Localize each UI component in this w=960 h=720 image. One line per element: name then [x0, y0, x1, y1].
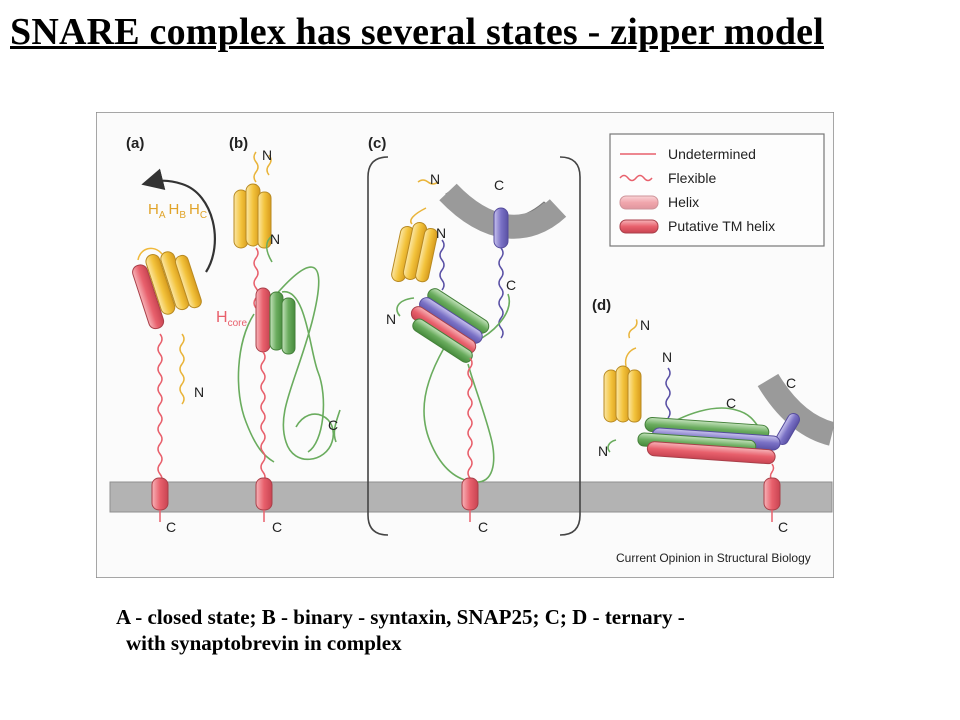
terminus-c: C	[506, 277, 516, 293]
panel-c-left-bracket	[367, 156, 389, 536]
terminus-n: N	[270, 231, 280, 247]
legend-tm-helix-label: Putative TM helix	[668, 218, 775, 234]
synaptobrevin-tm	[493, 207, 509, 249]
panel-label-a: (a)	[126, 135, 144, 152]
terminus-n: N	[194, 384, 204, 400]
habc-helix	[627, 369, 642, 423]
tm-helix	[763, 477, 781, 511]
terminus-c: C	[494, 177, 504, 193]
legend-helix-swatch	[619, 195, 659, 210]
habc-helix	[145, 254, 176, 315]
tm-helix	[255, 477, 273, 511]
tm-helix	[151, 477, 169, 511]
syntaxin-core-helix	[255, 287, 271, 353]
terminus-c: C	[786, 375, 796, 391]
legend-flexible-swatch	[619, 174, 653, 182]
terminus-c: C	[726, 395, 736, 411]
caption-line-2: with synaptobrevin in complex	[126, 631, 402, 655]
habc-helix	[415, 227, 438, 283]
source-credit: Current Opinion in Structural Biology	[616, 551, 811, 565]
terminus-n: N	[640, 317, 650, 333]
terminus-n: N	[662, 349, 672, 365]
legend-undetermined-label: Undetermined	[668, 146, 756, 162]
panel-d-ternary-complex: C N N C N C	[598, 317, 834, 535]
snap25-helix	[269, 291, 284, 351]
terminus-n: N	[386, 311, 396, 327]
panel-b-binary-complex: N N C Hcore C	[216, 147, 341, 535]
syntaxin-core-helix	[132, 264, 165, 330]
terminus-c: C	[328, 417, 338, 433]
terminus-c: C	[778, 519, 788, 535]
snap25-chain	[265, 235, 335, 461]
snap25-chain	[655, 407, 763, 433]
terminus-c: C	[272, 519, 282, 535]
snap25-helix	[281, 297, 296, 355]
caption-line-1: A - closed state; B - binary - syntaxin,…	[116, 605, 685, 629]
rotation-arrow	[141, 168, 216, 273]
panel-c-complex: C N N C N C	[386, 171, 567, 535]
panel-label-b: (b)	[229, 135, 248, 152]
terminus-c: C	[478, 519, 488, 535]
panel-label-c: (c)	[368, 135, 386, 152]
habc-helix	[174, 254, 202, 309]
terminus-n: N	[262, 147, 272, 163]
legend: Undetermined Flexible Helix Putative TM …	[609, 133, 825, 247]
caption: A - closed state; B - binary - syntaxin,…	[116, 604, 685, 656]
hcore-label: Hcore	[216, 309, 247, 329]
legend-flexible-label: Flexible	[668, 170, 716, 186]
terminus-n: N	[430, 171, 440, 187]
legend-tm-helix-swatch	[619, 219, 659, 234]
syntaxin-core-helix	[646, 441, 776, 465]
terminus-n: N	[436, 225, 446, 241]
panel-label-d: (d)	[592, 297, 611, 314]
panel-c-right-bracket	[559, 156, 581, 536]
slide-title: SNARE complex has several states - zippe…	[10, 11, 825, 53]
terminus-c: C	[166, 519, 176, 535]
habc-helix	[257, 191, 272, 249]
tm-helix	[461, 477, 479, 511]
legend-box	[609, 133, 825, 247]
terminus-n: N	[598, 443, 608, 459]
legend-helix-label: Helix	[668, 194, 699, 210]
